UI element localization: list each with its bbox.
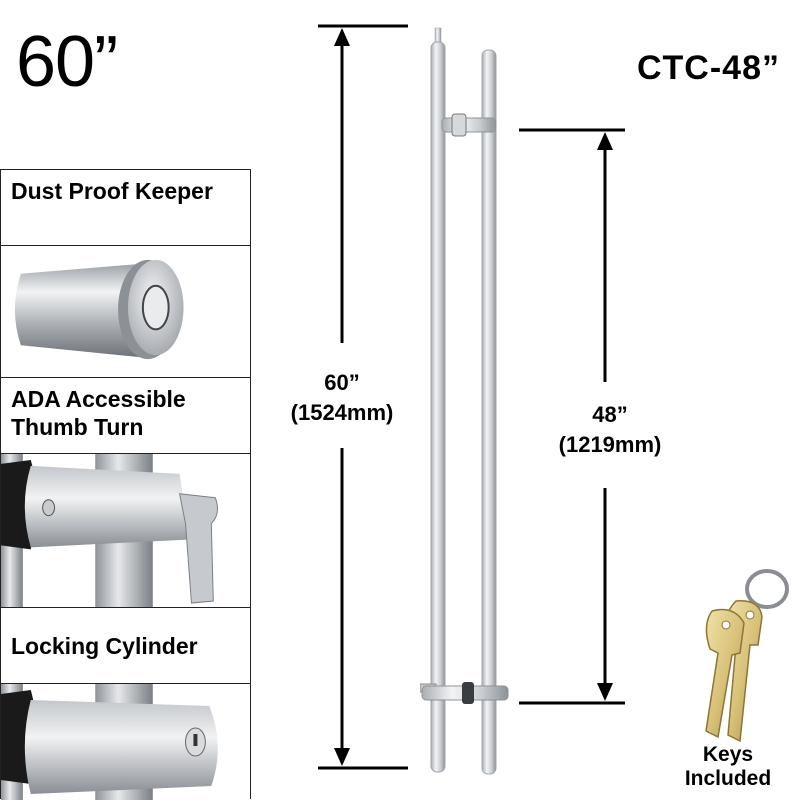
overall-dimension-line	[318, 24, 408, 770]
keys-icon	[705, 569, 789, 743]
ctc-mm: (1219mm)	[558, 432, 662, 457]
arrow-up-icon	[597, 132, 613, 150]
feature-panel: Dust Proof Keeper ADA Accessible Thumb T…	[0, 169, 251, 800]
arrow-down-icon	[334, 748, 350, 766]
locking-cylinder-icon	[1, 684, 250, 800]
door-pull-illustration	[420, 27, 509, 775]
overall-dimension-label: 60” (1524mm)	[272, 368, 412, 428]
overall-length-title: 60”	[16, 22, 118, 102]
ctc-dimension-line	[519, 128, 625, 705]
thumb-turn-icon	[1, 454, 250, 608]
overall-mm: (1524mm)	[290, 400, 394, 425]
feature-label-dust-proof-keeper: Dust Proof Keeper	[1, 170, 250, 246]
dust-proof-keeper-icon	[1, 246, 250, 378]
model-number: CTC-48”	[636, 49, 780, 87]
overall-inches: 60”	[324, 370, 360, 395]
ctc-inches: 48”	[592, 402, 628, 427]
arrow-down-icon	[597, 683, 613, 701]
feature-label-locking-cylinder: Locking Cylinder	[1, 608, 250, 684]
ctc-dimension-label: 48” (1219mm)	[540, 400, 680, 460]
keys-included-label: Keys Included	[684, 743, 772, 790]
feature-label-thumb-turn: ADA Accessible Thumb Turn	[1, 378, 250, 454]
arrow-up-icon	[334, 28, 350, 46]
